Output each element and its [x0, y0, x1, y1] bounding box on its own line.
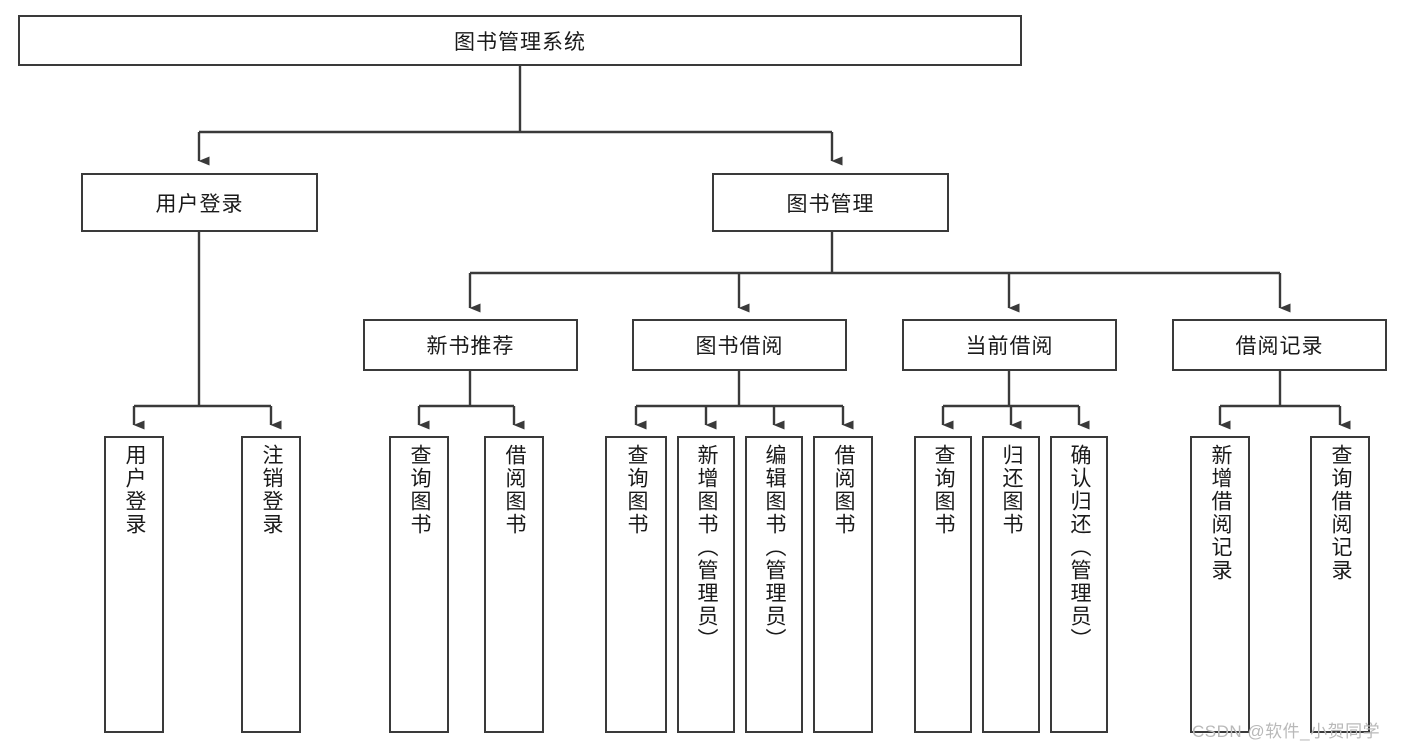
- node-label: 图书借阅: [695, 335, 784, 358]
- node-label: 编辑图书（管理员）: [763, 444, 787, 651]
- node-label: 注销登录: [260, 444, 284, 536]
- node-label: 查询图书: [932, 444, 956, 536]
- node-user-login-leaf[interactable]: 用户登录: [104, 436, 164, 733]
- node-borrow-book-1[interactable]: 借阅图书: [484, 436, 544, 733]
- node-user-logout-leaf[interactable]: 注销登录: [241, 436, 301, 733]
- node-add-borrow-record[interactable]: 新增借阅记录: [1190, 436, 1250, 733]
- watermark: CSDN @软件_小贺同学: [1192, 722, 1381, 741]
- node-borrow-book-2[interactable]: 借阅图书: [813, 436, 873, 733]
- node-label: 确认归还（管理员）: [1068, 444, 1092, 651]
- node-query-book-3[interactable]: 查询图书: [914, 436, 972, 733]
- node-edit-book-admin[interactable]: 编辑图书（管理员）: [745, 436, 803, 733]
- node-user-login[interactable]: 用户登录: [81, 173, 318, 232]
- node-label: 图书管理系统: [454, 30, 586, 54]
- node-label: 查询借阅记录: [1329, 444, 1353, 582]
- node-label: 用户登录: [155, 192, 244, 216]
- node-label: 借阅图书: [503, 444, 527, 536]
- node-label: 图书管理: [786, 192, 875, 216]
- node-label: 用户登录: [123, 444, 147, 536]
- node-label: 借阅记录: [1235, 335, 1324, 358]
- node-label: 新增借阅记录: [1209, 444, 1233, 582]
- node-return-book[interactable]: 归还图书: [982, 436, 1040, 733]
- node-label: 归还图书: [1000, 444, 1024, 536]
- node-query-book-2[interactable]: 查询图书: [605, 436, 667, 733]
- node-query-book-1[interactable]: 查询图书: [389, 436, 449, 733]
- node-label: 当前借阅: [965, 335, 1054, 358]
- node-book-borrow[interactable]: 图书借阅: [632, 319, 847, 371]
- node-book-manage[interactable]: 图书管理: [712, 173, 949, 232]
- node-query-borrow-record[interactable]: 查询借阅记录: [1310, 436, 1370, 733]
- node-new-book-recommend[interactable]: 新书推荐: [363, 319, 578, 371]
- node-label: 查询图书: [408, 444, 432, 536]
- node-add-book-admin[interactable]: 新增图书（管理员）: [677, 436, 735, 733]
- node-label: 新增图书（管理员）: [695, 444, 719, 651]
- node-confirm-return-admin[interactable]: 确认归还（管理员）: [1050, 436, 1108, 733]
- node-root-system[interactable]: 图书管理系统: [18, 15, 1022, 66]
- node-borrow-record[interactable]: 借阅记录: [1172, 319, 1387, 371]
- node-label: 新书推荐: [426, 335, 515, 358]
- node-label: 借阅图书: [832, 444, 856, 536]
- node-current-borrow[interactable]: 当前借阅: [902, 319, 1117, 371]
- node-label: 查询图书: [625, 444, 649, 536]
